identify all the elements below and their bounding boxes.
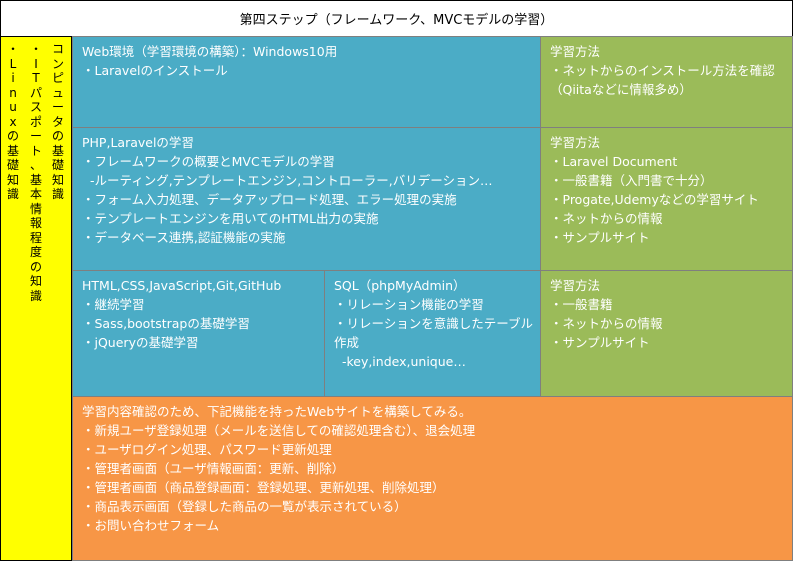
- web-env-method-block: 学習方法・ネットからのインストール方法を確認 （Qiitaなどに情報多め）: [540, 36, 793, 128]
- vertical-char: ・: [29, 42, 42, 56]
- vertical-char: の: [6, 129, 19, 143]
- vertical-char: 礎: [6, 158, 19, 172]
- web-env-lines: Web環境（学習環境の構築）：Windows10用・Laravelのインストール: [73, 37, 540, 80]
- text-line: ・データベース連携,認証機能の実施: [82, 230, 286, 245]
- vertical-char: ン: [51, 56, 64, 71]
- text-line: ・管理者画面（商品登録画面：登録処理、更新処理、削除処理）: [82, 480, 445, 495]
- php-laravel-block: PHP,Laravelの学習・フレームワークの概要とMVCモデルの学習 -ルーテ…: [72, 127, 541, 271]
- php-method-block: 学習方法・Laravel Document ・一般書籍（入門書で十分） ・Proga…: [540, 127, 793, 271]
- text-line: ・Laravel Document: [550, 154, 678, 169]
- web-env-block: Web環境（学習環境の構築）：Windows10用・Laravelのインストール: [72, 36, 541, 128]
- text-line: ・リレーションを意識したテーブル: [334, 316, 534, 331]
- vertical-char: 知: [51, 172, 64, 187]
- text-line: ・jQueryの基礎学習: [82, 335, 199, 350]
- vertical-char: i: [11, 71, 15, 85]
- vertical-char: 、: [29, 158, 42, 172]
- text-line: 学習方法: [550, 44, 601, 59]
- vertical-char: コ: [51, 42, 64, 56]
- text-line: ・お問い合わせフォーム: [82, 518, 220, 533]
- text-line: ・商品表示画面（登録した商品の一覧が表示されている）: [82, 499, 407, 514]
- sql-block: SQL（phpMyAdmin） ・リレーション機能の学習・リレーションを意識したテ…: [324, 270, 541, 397]
- vertical-char: の: [29, 259, 42, 274]
- text-line: （Qiitaなどに情報多め）: [550, 82, 692, 97]
- text-line: SQL（phpMyAdmin）: [334, 278, 466, 293]
- text-line: 作成: [334, 335, 360, 350]
- text-line: ・Laravelのインストール: [82, 63, 228, 78]
- text-line: 学習内容確認のため、下記機能を持ったWebサイトを構築してみる。: [82, 404, 472, 419]
- prereq-computer-basics: コンピュータの基礎知識: [51, 42, 65, 202]
- vertical-char: L: [9, 56, 17, 71]
- text-line: ・リレーション機能の学習: [334, 297, 484, 312]
- vertical-char: ポ: [29, 114, 42, 129]
- vertical-char: 知: [29, 274, 42, 288]
- vertical-char: 情: [29, 201, 42, 216]
- text-line: ・フォーム入力処理、データアップロード処理、エラー処理の実施: [82, 192, 457, 207]
- vertical-char: 本: [29, 187, 42, 201]
- project-block: 学習内容確認のため、下記機能を持ったWebサイトを構築してみる。・新規ユーザ登録…: [72, 396, 793, 561]
- text-line: HTML,CSS,JavaScript,Git,GitHub: [82, 278, 282, 293]
- sql-lines: SQL（phpMyAdmin） ・リレーション機能の学習・リレーションを意識したテ…: [325, 271, 540, 371]
- text-line: PHP,Laravelの学習: [82, 135, 194, 150]
- text-line: ・ネットからのインストール方法を確認: [550, 63, 775, 78]
- vertical-char: ス: [29, 100, 42, 114]
- text-line: ・管理者画面（ユーザ情報画面：更新、削除）: [82, 461, 345, 476]
- text-line: ・ユーザログイン処理、パスワード更新処理: [82, 442, 332, 457]
- text-line: ・サンプルサイト: [550, 230, 650, 245]
- vertical-char: 基: [51, 143, 64, 158]
- text-line: ・テンプレートエンジンを用いてのHTML出力の実施: [82, 211, 379, 226]
- vertical-char: パ: [29, 85, 42, 100]
- vertical-char: ー: [51, 100, 64, 114]
- text-line: -ルーティング,テンプレートエンジン,コントローラー,バリデーション…: [82, 173, 493, 188]
- vertical-char: 識: [29, 288, 42, 303]
- text-line: ・Sass,bootstrapの基礎学習: [82, 316, 250, 331]
- text-line: ・継続学習: [82, 297, 145, 312]
- php-laravel-lines: PHP,Laravelの学習・フレームワークの概要とMVCモデルの学習 -ルーテ…: [73, 128, 540, 247]
- html-css-lines: HTML,CSS,JavaScript,Git,GitHub ・継続学習・Sass…: [73, 271, 324, 352]
- text-line: -key,index,unique…: [334, 354, 466, 369]
- vertical-char: 識: [6, 187, 19, 201]
- html-method-lines: 学習方法・一般書籍・ネットからの情報・サンプルサイト: [541, 271, 792, 352]
- vertical-char: 基: [29, 172, 42, 187]
- text-line: ・フレームワークの概要とMVCモデルの学習: [82, 154, 335, 169]
- page-title: 第四ステップ（フレームワーク、MVCモデルの学習）: [0, 0, 793, 37]
- text-line: ・新規ユーザ登録処理（メールを送信しての確認処理含む）、退会処理: [82, 423, 476, 438]
- vertical-char: 基: [6, 143, 19, 158]
- vertical-char: u: [9, 100, 17, 114]
- text-line: 学習方法: [550, 278, 601, 293]
- project-lines: 学習内容確認のため、下記機能を持ったWebサイトを構築してみる。・新規ユーザ登録…: [73, 397, 792, 535]
- vertical-char: x: [9, 114, 17, 129]
- vertical-char: ・: [6, 42, 19, 56]
- text-line: Web環境（学習環境の構築）：Windows10用: [82, 44, 338, 59]
- text-line: ・ネットからの情報: [550, 211, 663, 226]
- text-line: ・ネットからの情報: [550, 316, 663, 331]
- vertical-char: 度: [29, 245, 42, 259]
- vertical-char: タ: [51, 114, 64, 129]
- vertical-char: 識: [51, 187, 64, 201]
- vertical-char: 程: [29, 230, 42, 245]
- vertical-char: ー: [29, 129, 42, 143]
- text-line: 学習方法: [550, 135, 601, 150]
- web-env-method-lines: 学習方法・ネットからのインストール方法を確認 （Qiitaなどに情報多め）: [541, 37, 792, 99]
- vertical-char: の: [51, 129, 64, 143]
- vertical-char: T: [32, 71, 40, 85]
- vertical-char: 礎: [51, 158, 64, 172]
- vertical-char: ュ: [51, 85, 64, 100]
- vertical-char: 報: [29, 216, 42, 230]
- vertical-char: I: [34, 56, 38, 71]
- vertical-char: n: [9, 85, 17, 100]
- vertical-char: 知: [6, 172, 19, 187]
- text-line: ・Progate,Udemyなどの学習サイト: [550, 192, 759, 207]
- text-line: ・サンプルサイト: [550, 335, 650, 350]
- vertical-char: ピ: [51, 71, 64, 85]
- text-line: ・一般書籍: [550, 297, 613, 312]
- text-line: ・一般書籍（入門書で十分）: [550, 173, 713, 188]
- html-method-block: 学習方法・一般書籍・ネットからの情報・サンプルサイト: [540, 270, 793, 397]
- html-css-block: HTML,CSS,JavaScript,Git,GitHub ・継続学習・Sass…: [72, 270, 325, 397]
- php-method-lines: 学習方法・Laravel Document ・一般書籍（入門書で十分） ・Proga…: [541, 128, 792, 247]
- vertical-char: ト: [29, 143, 42, 158]
